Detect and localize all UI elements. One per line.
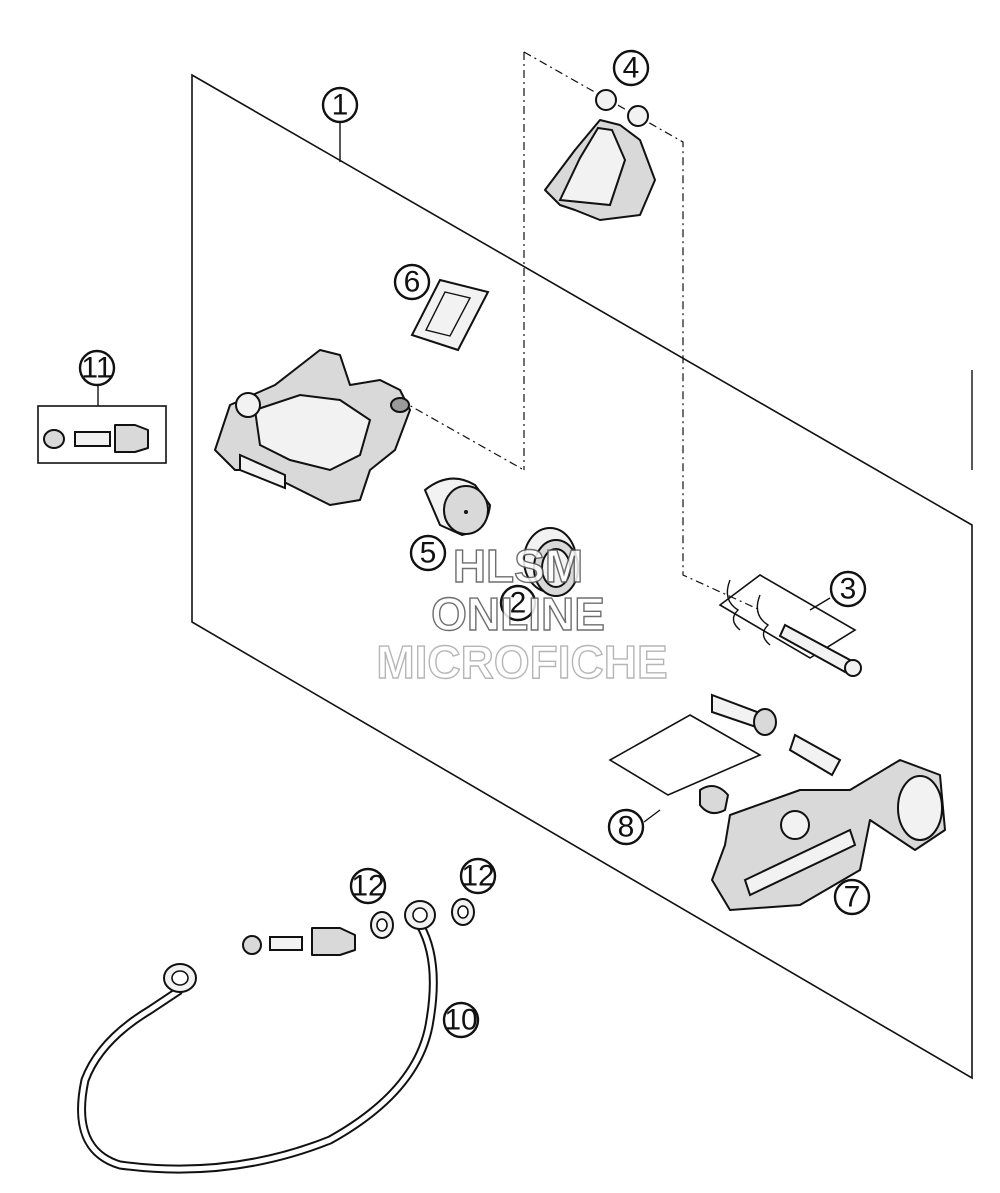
pad-dashed-guide-top bbox=[523, 51, 761, 611]
svg-text:10: 10 bbox=[444, 1004, 477, 1037]
callout-10: 10 bbox=[442, 1001, 480, 1039]
callout-2: 2 bbox=[499, 584, 537, 622]
svg-text:7: 7 bbox=[844, 881, 861, 914]
callout-3: 3 bbox=[829, 570, 867, 608]
svg-text:2: 2 bbox=[510, 587, 527, 620]
svg-text:5: 5 bbox=[420, 537, 437, 570]
watermark-line-1: HLSM bbox=[453, 540, 583, 592]
callout-1: 1 bbox=[321, 86, 359, 124]
watermark-line-2: ONLINE bbox=[431, 588, 605, 640]
pin-and-clips bbox=[726, 579, 862, 677]
brake-hose bbox=[77, 900, 438, 1174]
bleeder-kit-frame bbox=[37, 405, 167, 464]
bleeder-kit-parts bbox=[43, 424, 149, 453]
leader-3 bbox=[809, 597, 831, 611]
svg-text:12: 12 bbox=[461, 860, 494, 893]
seal-kit bbox=[523, 527, 579, 597]
callout-4: 4 bbox=[612, 49, 650, 87]
svg-text:6: 6 bbox=[404, 266, 421, 299]
svg-text:8: 8 bbox=[618, 811, 635, 844]
callout-12-right: 12 bbox=[459, 857, 497, 895]
callout-11: 11 bbox=[78, 349, 116, 387]
caliper-dashed-guide bbox=[399, 399, 525, 471]
callout-8: 8 bbox=[607, 808, 645, 846]
svg-text:12: 12 bbox=[351, 870, 384, 903]
svg-text:4: 4 bbox=[623, 52, 640, 85]
leader-8 bbox=[643, 809, 661, 823]
caliper-bracket bbox=[711, 759, 946, 911]
callout-5: 5 bbox=[409, 534, 447, 572]
caliper-assembly-frame bbox=[191, 73, 973, 1080]
hose-fittings bbox=[242, 898, 475, 956]
callout-12-left: 12 bbox=[349, 867, 387, 905]
bracket-bolts bbox=[699, 693, 842, 815]
brake-pads bbox=[544, 89, 656, 221]
svg-text:3: 3 bbox=[840, 573, 857, 606]
pin-kit-box bbox=[718, 574, 857, 659]
callout-7: 7 bbox=[833, 878, 871, 916]
caliper-body bbox=[214, 349, 411, 506]
callout-6: 6 bbox=[393, 263, 431, 301]
pad-spring bbox=[410, 278, 490, 352]
svg-text:11: 11 bbox=[81, 352, 112, 385]
watermark-line-3: MICROFICHE bbox=[376, 636, 667, 688]
svg-text:1: 1 bbox=[332, 89, 349, 122]
piston bbox=[423, 477, 492, 537]
bolt-kit-box bbox=[608, 714, 762, 796]
